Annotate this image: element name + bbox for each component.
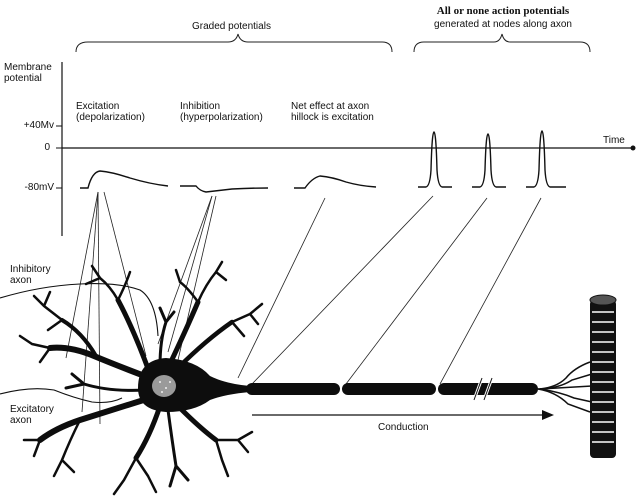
excitatory-axon xyxy=(0,389,122,403)
action-brace xyxy=(414,34,590,52)
graded-potentials-label: Graded potentials xyxy=(192,21,271,33)
excitation-label-line2: (depolarization) xyxy=(76,112,145,124)
action-potential-spike xyxy=(526,131,566,187)
excitatory-axon-label-line2: axon xyxy=(10,415,32,427)
inhibitory-axon-label-line2: axon xyxy=(10,275,32,287)
myelin-sheath xyxy=(246,383,340,395)
action-potential-spike xyxy=(472,134,506,187)
myelin-sheath xyxy=(342,383,436,395)
time-axis-arrowhead xyxy=(631,146,636,151)
conduction-arrowhead xyxy=(542,410,554,420)
action-potential-spike xyxy=(418,132,452,187)
excitation-trace xyxy=(80,171,168,188)
inhibition-trace xyxy=(180,186,268,192)
axon-terminals xyxy=(538,362,592,412)
tick-label-minus80: -80mV xyxy=(8,182,54,194)
time-axis-label: Time xyxy=(603,135,625,147)
action-potentials-title: All or none action potentials xyxy=(418,5,588,17)
y-axis-title-line2: potential xyxy=(4,73,42,85)
action-potentials-subtitle: generated at nodes along axon xyxy=(418,19,588,31)
conduction-label: Conduction xyxy=(378,422,429,434)
inhibition-label-line2: (hyperpolarization) xyxy=(180,112,263,124)
nucleus xyxy=(152,375,176,397)
graded-brace xyxy=(76,34,392,52)
net-effect-label-line2: hillock is excitation xyxy=(291,112,374,124)
net-effect-trace xyxy=(294,176,376,188)
muscle-fiber xyxy=(590,295,616,458)
tick-label-plus40: +40Mv xyxy=(8,120,54,132)
tick-label-zero: 0 xyxy=(8,142,50,154)
